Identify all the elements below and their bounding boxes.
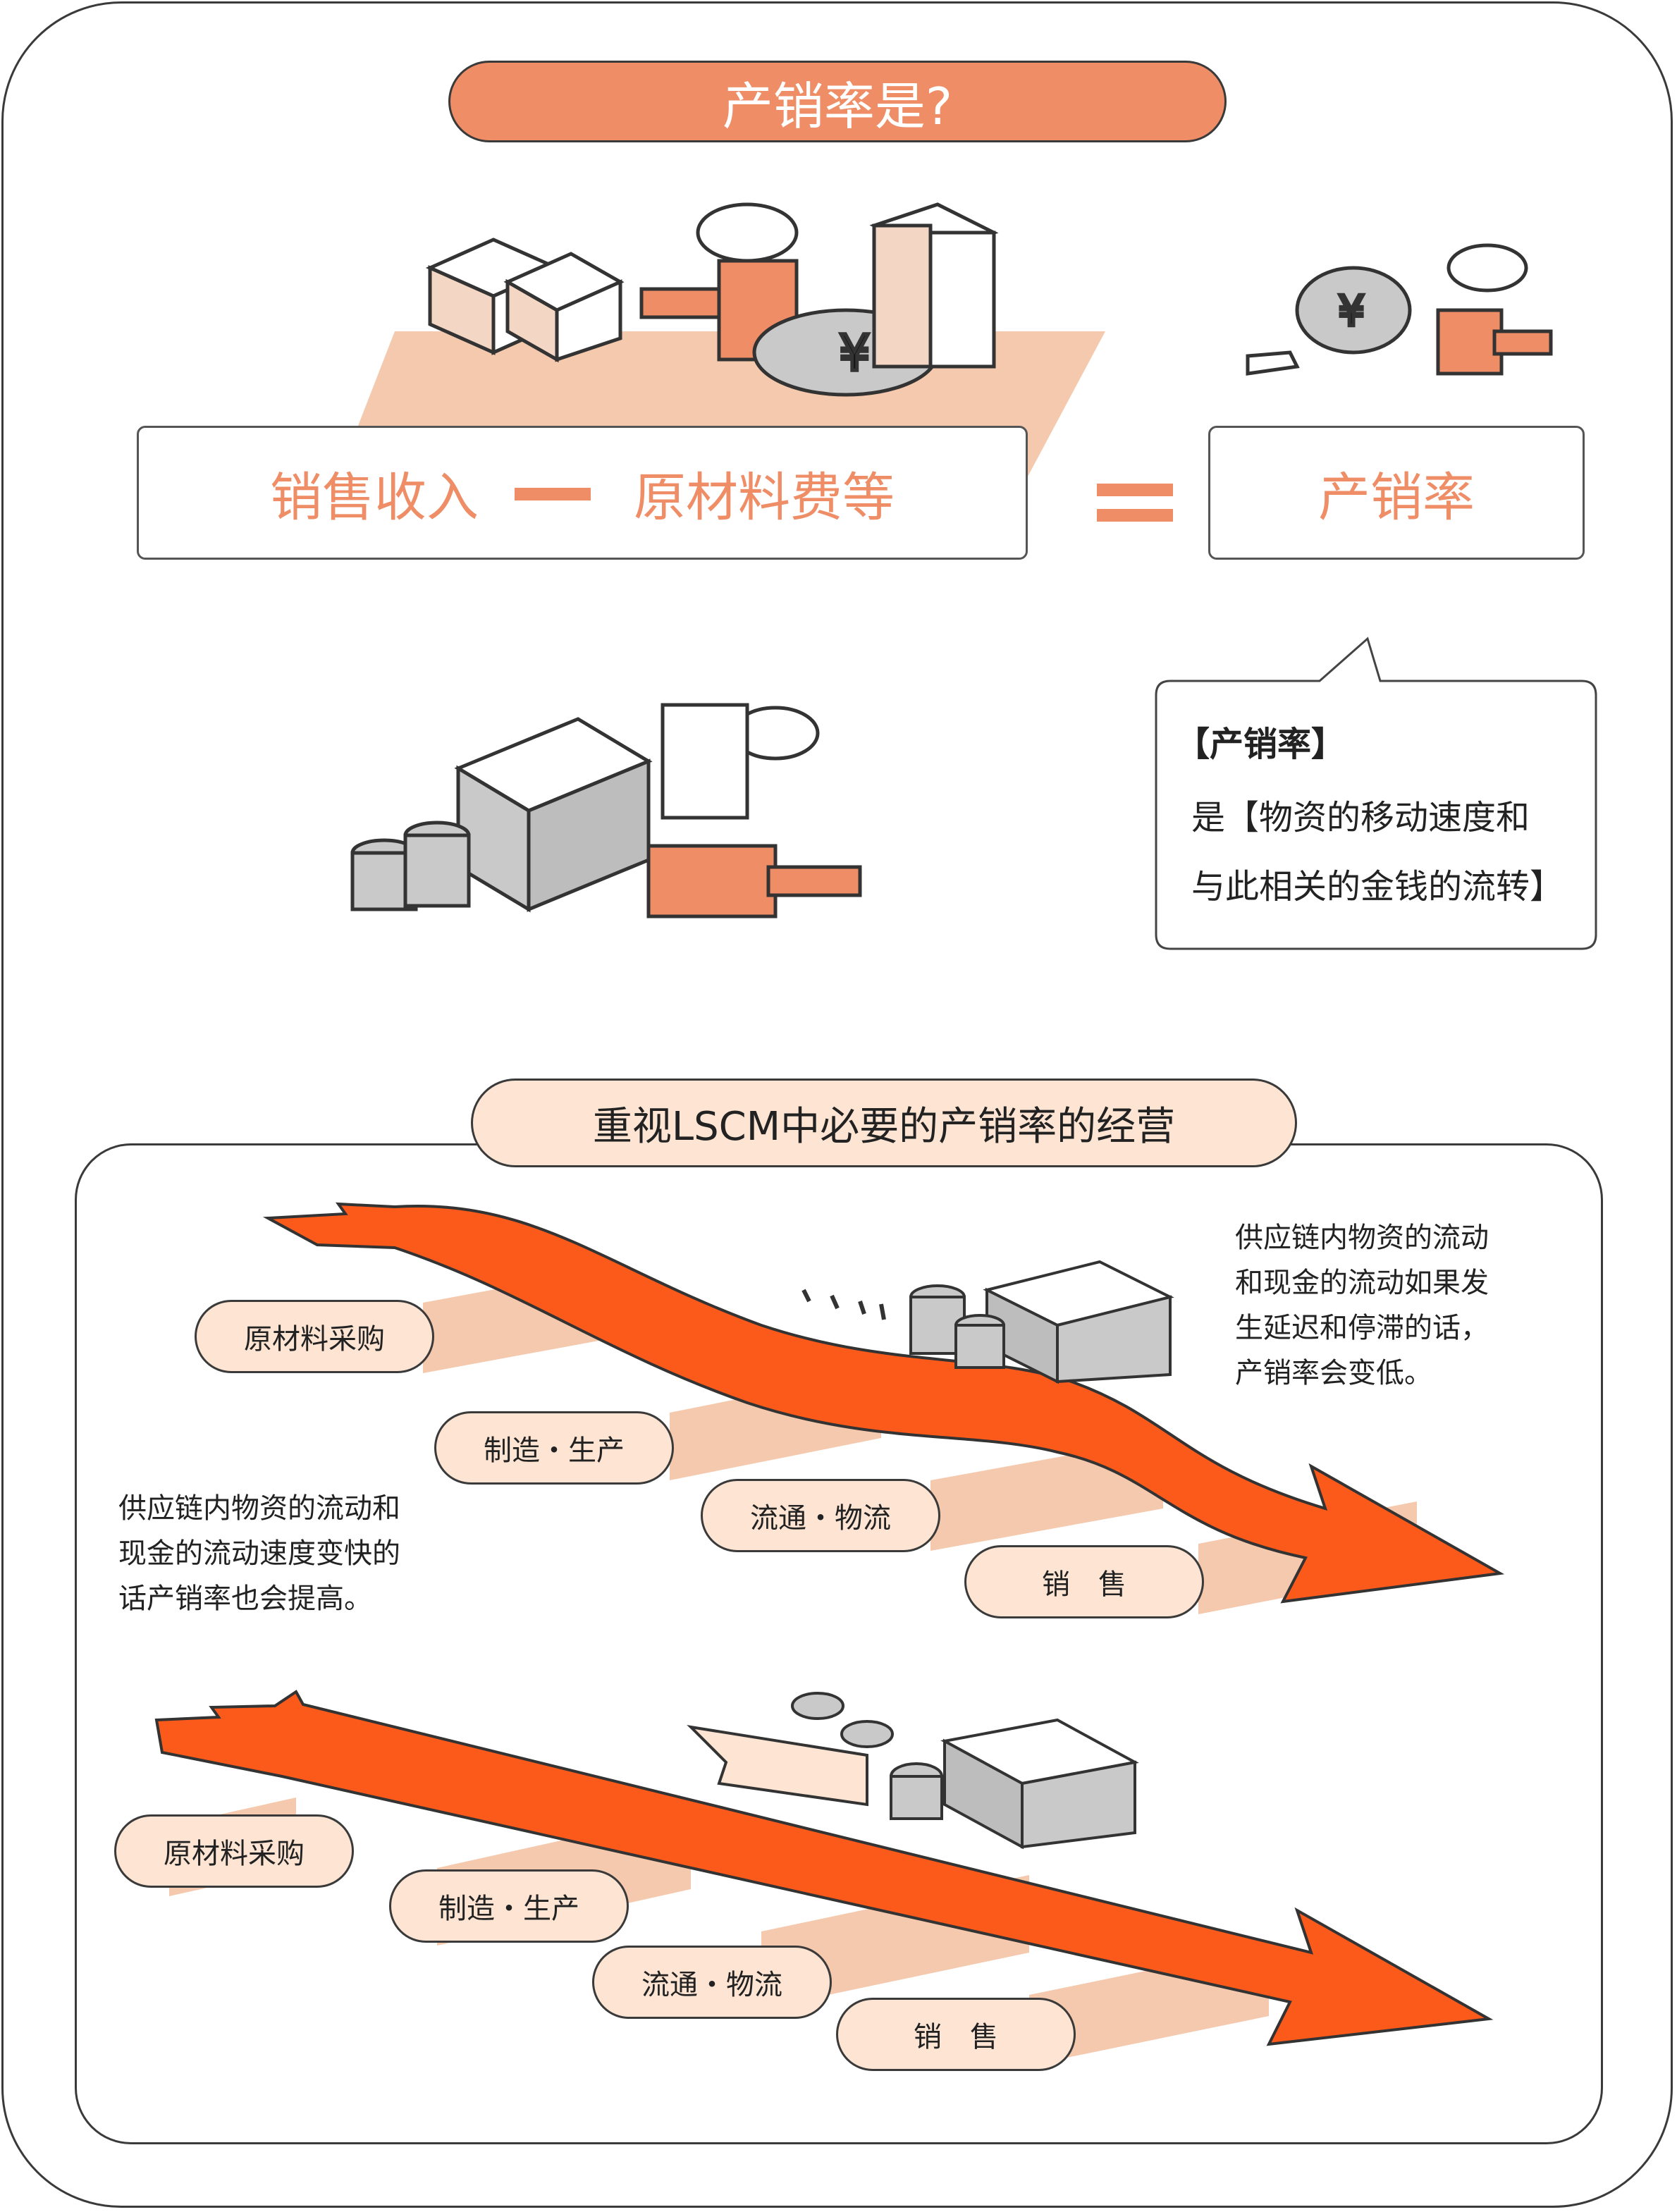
money-bag-right-icon: ¥ — [1295, 266, 1412, 355]
top-stage-procurement: 原材料采购 — [195, 1300, 434, 1373]
bottom-flow-arrow — [154, 1690, 1494, 2046]
svg-text:¥: ¥ — [839, 324, 871, 382]
callout-line-2: 与此相关的金钱的流转】 — [1191, 867, 1564, 907]
svg-text:¥: ¥ — [1338, 287, 1365, 336]
slow-cash-icon — [801, 1260, 1174, 1384]
top-stage-manufacturing: 制造・生产 — [434, 1411, 674, 1485]
bottom-note-line-1: 供应链内物资的流动和 — [118, 1492, 400, 1525]
bottom-note-line-2: 现金的流动速度变快的 — [118, 1537, 400, 1570]
top-note-line-3: 生延迟和停滞的话， — [1235, 1312, 1489, 1344]
top-stage-sales: 销 售 — [964, 1545, 1204, 1618]
equals-sign-bottom — [1097, 509, 1173, 522]
callout-bubble — [1155, 637, 1597, 950]
building-icon — [869, 202, 999, 369]
top-flow-arrow — [262, 1202, 1505, 1604]
materials-label: 原材料费等 — [634, 467, 895, 528]
fast-cash-icon — [687, 1692, 1139, 1850]
formula-result-box: 产销率 — [1208, 426, 1585, 560]
callout-heading: 【产销率】 — [1176, 725, 1346, 764]
bottom-stage-procurement: 原材料采购 — [114, 1814, 354, 1888]
boxes-icon — [425, 238, 625, 363]
bottom-note-line-3: 话产销率也会提高。 — [118, 1583, 372, 1615]
cash-stack-icon — [454, 717, 653, 913]
bottom-stage-logistics: 流通・物流 — [592, 1946, 832, 2019]
top-note-line-1: 供应链内物资的流动 — [1235, 1222, 1489, 1254]
equals-sign-top — [1097, 484, 1173, 496]
top-note-line-2: 和现金的流动如果发 — [1235, 1267, 1489, 1299]
minus-sign — [515, 488, 591, 500]
bottom-stage-sales: 销 售 — [836, 1998, 1076, 2071]
callout-line-1: 是【物资的移动速度和 — [1191, 798, 1530, 837]
businessman-thumbsup-icon — [646, 703, 862, 918]
top-stage-logistics: 流通・物流 — [701, 1479, 940, 1552]
coins-icon — [350, 821, 471, 911]
revenue-label: 销售收入 — [270, 467, 479, 528]
page-title: 产销率是? — [448, 61, 1227, 142]
top-flow-note: 供应链内物资的流动 和现金的流动如果发 生延迟和停滞的话， 产销率会变低。 — [1235, 1215, 1489, 1396]
top-note-line-4: 产销率会变低。 — [1235, 1357, 1432, 1389]
businessman-right-icon — [1246, 243, 1553, 376]
bottom-flow-note: 供应链内物资的流动和 现金的流动速度变快的 话产销率也会提高。 — [118, 1486, 400, 1621]
bottom-stage-manufacturing: 制造・生产 — [389, 1869, 629, 1943]
section-title: 重视LSCM中必要的产销率的经营 — [471, 1079, 1297, 1167]
